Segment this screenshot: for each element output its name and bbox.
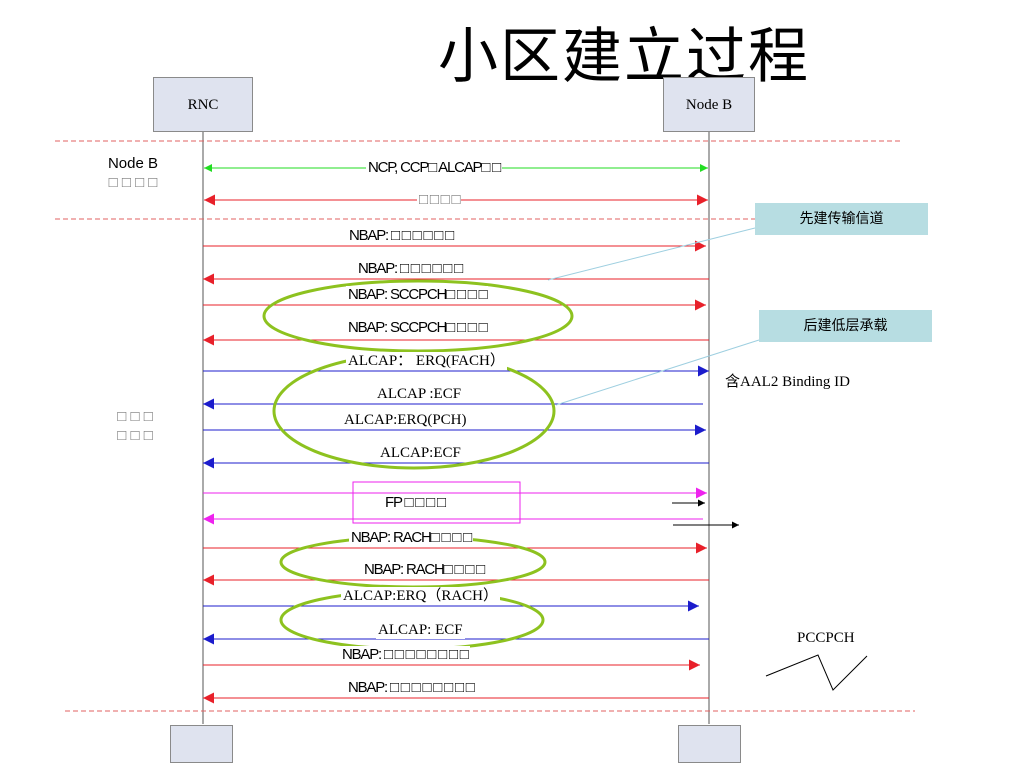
message-label-7: ALCAP： ERQ(FACH） xyxy=(346,352,507,370)
message-label-9: ALCAP:ERQ(PCH) xyxy=(342,411,469,429)
message-label-5: NBAP: SCCPCH□ □ □ □ xyxy=(346,286,489,304)
pccpch-label: PCCPCH xyxy=(797,630,855,646)
message-label-17: NBAP: □ □ □ □ □ □ □ □ xyxy=(340,646,470,664)
note-bearer-after: 后建低层承载 xyxy=(759,310,932,342)
note-aal2-binding-id: 含AAL2 Binding ID xyxy=(725,374,850,390)
fp-box xyxy=(352,481,521,524)
nodeb-group-label-line2: □ □ □ □ xyxy=(108,174,158,191)
message-label-15: ALCAP:ERQ（RACH） xyxy=(341,587,501,605)
message-label-11: FP □ □ □ □ xyxy=(383,494,447,512)
message-label-13: NBAP: RACH□ □ □ □ xyxy=(349,529,474,547)
message-label-6: NBAP: SCCPCH□ □ □ □ xyxy=(346,319,489,337)
cell-group-label: □ □ □ □ □ □ xyxy=(100,407,170,445)
callout-connector xyxy=(547,227,756,281)
message-label-10: ALCAP:ECF xyxy=(378,444,463,462)
nodeb-group-label: Node B □ □ □ □ xyxy=(92,154,174,192)
nodeb-bottom-box xyxy=(678,725,741,763)
cell-group-label-line1: □ □ □ xyxy=(117,408,153,425)
sccpch-highlight-ellipse xyxy=(262,279,574,353)
message-label-16: ALCAP: ECF xyxy=(376,621,465,639)
rnc-bottom-box xyxy=(170,725,233,763)
callout-connector xyxy=(555,339,760,406)
message-label-4: NBAP: □ □ □ □ □ □ xyxy=(356,260,464,278)
nodeb-group-label-line1: Node B xyxy=(107,155,159,172)
note-transport-channel-first: 先建传输信道 xyxy=(755,203,928,235)
rnc-entity: RNC xyxy=(153,77,253,132)
nodeb-label: Node B xyxy=(685,97,733,113)
message-label-14: NBAP: RACH□ □ □ □ xyxy=(362,561,487,579)
message-label-3: NBAP: □ □ □ □ □ □ xyxy=(347,227,455,245)
rnc-label: RNC xyxy=(187,97,219,113)
message-label-2: □ □ □ □ xyxy=(417,191,462,209)
nodeb-entity: Node B xyxy=(663,77,755,132)
message-label-18: NBAP: □ □ □ □ □ □ □ □ xyxy=(346,679,476,697)
message-label-1: NCP, CCP□ ALCAP□ □ xyxy=(366,159,503,177)
message-label-8: ALCAP :ECF xyxy=(375,385,464,403)
cell-group-label-line2: □ □ □ xyxy=(117,427,153,444)
pccpch-zigzag xyxy=(765,654,868,691)
